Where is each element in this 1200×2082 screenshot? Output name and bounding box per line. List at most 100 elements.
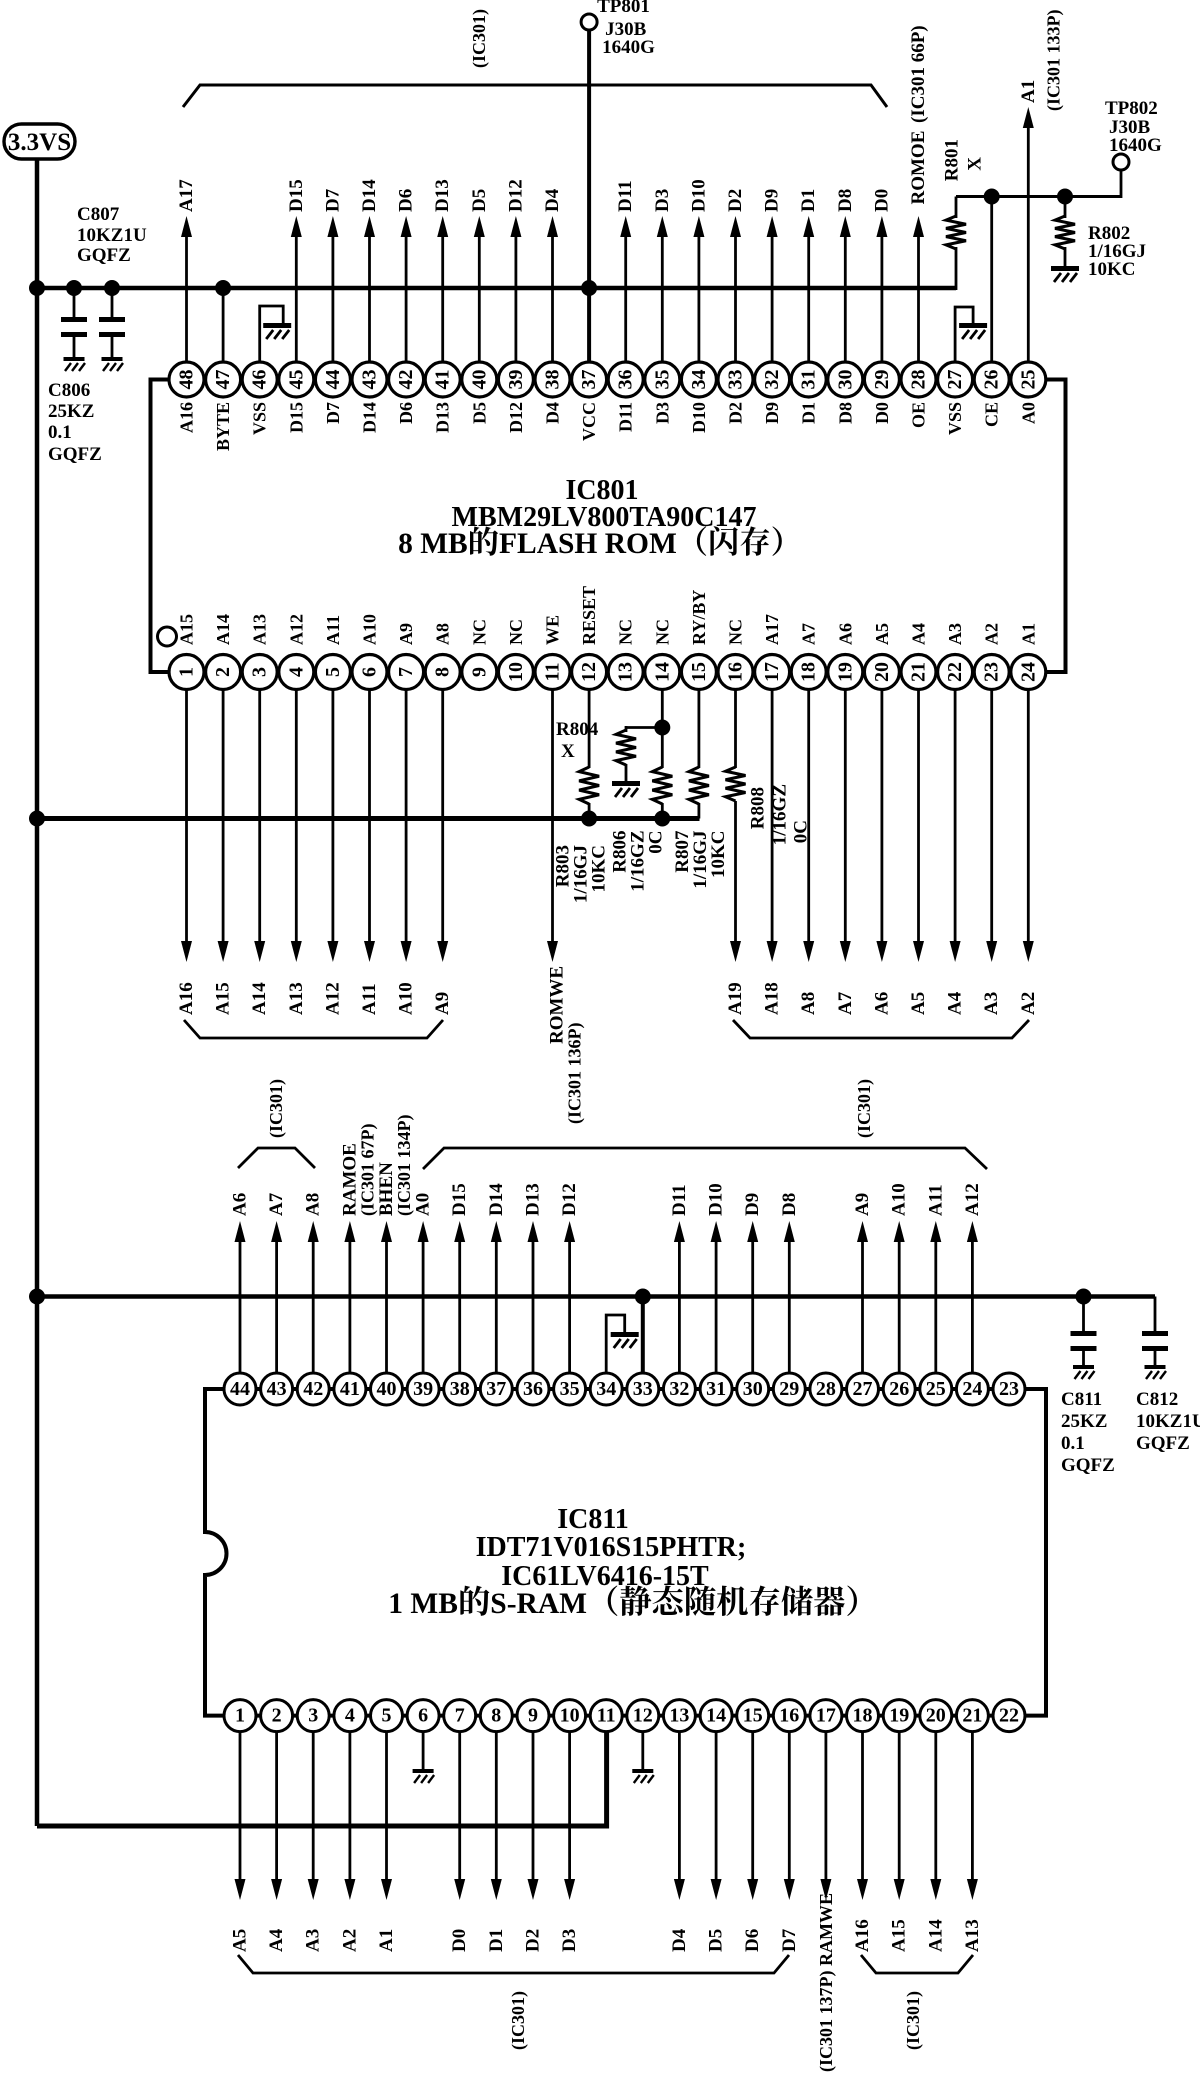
svg-text:A9: A9 [432,992,453,1015]
svg-text:19: 19 [834,662,856,682]
svg-text:A5: A5 [872,623,892,645]
svg-text:44: 44 [322,370,344,390]
svg-text:3: 3 [249,667,271,677]
svg-text:D14: D14 [359,179,380,212]
svg-text:GQFZ: GQFZ [1136,1433,1190,1454]
svg-text:37: 37 [486,1378,506,1400]
svg-text:R801: R801 [942,139,963,181]
svg-text:D15: D15 [286,402,306,433]
svg-text:D3: D3 [559,1929,580,1952]
svg-text:A14: A14 [213,614,233,645]
svg-text:A10: A10 [889,1183,910,1216]
svg-text:32: 32 [761,370,783,390]
svg-text:10KC: 10KC [1088,259,1136,280]
svg-text:18: 18 [798,662,820,682]
svg-text:24: 24 [962,1378,982,1400]
svg-text:A8: A8 [303,1193,324,1216]
svg-text:A4: A4 [945,991,966,1015]
svg-text:D4: D4 [542,188,563,212]
svg-text:1: 1 [176,667,198,677]
svg-text:D14: D14 [486,1183,507,1216]
svg-text:D15: D15 [449,1183,470,1216]
svg-text:GQFZ: GQFZ [1061,1455,1115,1476]
svg-text:D1: D1 [486,1929,507,1952]
svg-text:31: 31 [706,1378,726,1400]
svg-text:39: 39 [505,370,527,390]
svg-text:A2: A2 [1018,992,1039,1015]
svg-text:10KZ1U: 10KZ1U [77,225,147,246]
svg-text:D4: D4 [669,1928,690,1952]
svg-text:40: 40 [468,370,490,390]
svg-text:D6: D6 [396,189,417,212]
svg-text:R808: R808 [748,787,769,829]
svg-text:A3: A3 [981,992,1002,1015]
svg-text:9: 9 [528,1705,538,1727]
svg-text:(IC301 136P): (IC301 136P) [565,1023,586,1125]
svg-text:17: 17 [761,662,783,682]
svg-text:11: 11 [597,1705,616,1727]
svg-text:D8: D8 [835,189,856,212]
svg-text:D13: D13 [433,402,453,433]
svg-text:D2: D2 [523,1929,544,1952]
svg-text:A4: A4 [266,1928,287,1952]
svg-text:D11: D11 [669,1184,690,1216]
svg-text:44: 44 [230,1378,250,1400]
svg-text:43: 43 [359,370,381,390]
svg-text:A1: A1 [376,1929,397,1952]
svg-text:A6: A6 [835,623,855,645]
svg-text:A17: A17 [762,614,782,645]
svg-text:A0: A0 [413,1193,434,1216]
svg-text:22: 22 [944,662,966,682]
svg-text:A13: A13 [962,1919,983,1952]
svg-text:VSS: VSS [945,402,965,435]
svg-text:A13: A13 [250,614,270,645]
svg-text:TP801: TP801 [597,0,650,17]
svg-text:2: 2 [272,1705,282,1727]
svg-text:(IC301 133P): (IC301 133P) [1043,10,1064,112]
svg-text:IDT71V016S15PHTR;: IDT71V016S15PHTR; [476,1532,747,1563]
svg-text:0C: 0C [646,831,667,854]
svg-text:NC: NC [469,619,489,645]
svg-text:RAMOE: RAMOE [339,1143,360,1216]
svg-text:A16: A16 [177,402,197,433]
svg-text:45: 45 [285,370,307,390]
svg-text:37: 37 [578,370,600,390]
svg-text:D13: D13 [432,179,453,212]
svg-text:1/16GJ: 1/16GJ [571,845,592,903]
svg-text:14: 14 [706,1705,726,1727]
svg-text:9: 9 [468,667,490,677]
svg-text:26: 26 [889,1378,909,1400]
svg-text:BHEN: BHEN [376,1162,397,1216]
svg-text:IC61LV6416-15T: IC61LV6416-15T [501,1561,709,1592]
svg-text:A12: A12 [286,614,306,645]
svg-text:8 MB: 8 MB [398,528,468,560]
svg-text:5: 5 [322,667,344,677]
svg-text:IC811: IC811 [557,1504,629,1535]
svg-text:D4: D4 [543,402,563,424]
svg-text:A0: A0 [1018,402,1038,424]
svg-text:27: 27 [944,370,966,390]
svg-text:A11: A11 [323,615,343,645]
svg-text:D0: D0 [872,402,892,424]
svg-text:10KC: 10KC [589,845,610,893]
svg-text:D1: D1 [799,402,819,424]
svg-text:D10: D10 [688,179,709,212]
svg-text:1 MB: 1 MB [388,1588,458,1620]
svg-text:11: 11 [542,663,564,682]
svg-text:A1: A1 [1018,80,1039,103]
svg-text:12: 12 [578,662,600,682]
svg-text:1/16GJ: 1/16GJ [690,831,711,889]
svg-text:S-RAM: S-RAM [490,1588,587,1620]
svg-text:OE: OE [909,402,929,428]
svg-text:A18: A18 [762,982,783,1015]
svg-text:A8: A8 [433,623,453,645]
svg-text:A17: A17 [176,179,197,212]
svg-text:J30B: J30B [605,19,647,40]
svg-text:33: 33 [633,1378,653,1400]
svg-text:3.3VS: 3.3VS [8,129,71,156]
svg-text:30: 30 [743,1378,763,1400]
svg-text:25KZ: 25KZ [1061,1411,1107,1432]
svg-text:D9: D9 [742,1193,763,1216]
svg-text:A15: A15 [213,982,234,1015]
svg-text:24: 24 [1017,662,1039,682]
